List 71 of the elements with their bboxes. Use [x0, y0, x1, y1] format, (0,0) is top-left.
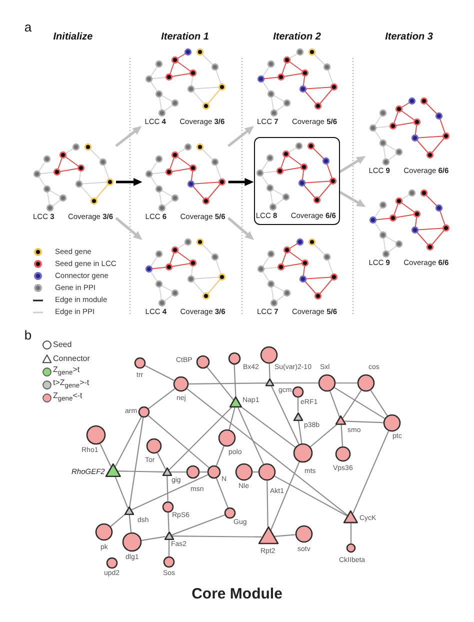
interaction-line	[168, 407, 232, 470]
interaction-line	[141, 536, 166, 541]
interaction-line	[156, 452, 166, 470]
interaction-line	[172, 514, 225, 536]
interaction-line	[334, 387, 385, 419]
interaction-line	[330, 390, 340, 418]
interaction-line	[241, 406, 296, 448]
interaction-line	[114, 416, 142, 467]
interaction-line	[110, 514, 126, 527]
interaction-line	[252, 471, 258, 473]
interaction-line	[129, 418, 144, 507]
column-heading: Iteration 1	[161, 31, 209, 43]
interaction-line	[168, 512, 170, 532]
column-heading: Initialize	[53, 31, 93, 43]
interaction-line	[310, 424, 337, 448]
legend-label: Z$_{gene}$>t	[53, 364, 80, 379]
arrow	[339, 156, 366, 174]
column-heading: Iteration 2	[273, 31, 321, 43]
interaction-line	[228, 407, 236, 430]
interaction-line	[216, 478, 228, 508]
panel-letter: a	[24, 20, 32, 36]
panel-letter: b	[24, 328, 32, 344]
interaction-line	[216, 446, 224, 466]
interaction-line	[172, 535, 262, 538]
interaction-line	[274, 534, 296, 538]
interaction-line	[234, 364, 236, 397]
interaction-line	[274, 476, 348, 516]
legend-label: Seed	[53, 339, 72, 351]
interaction-line	[186, 388, 348, 516]
interaction-line	[336, 382, 358, 384]
interaction-line	[114, 476, 128, 508]
interaction-line	[298, 420, 302, 444]
arrow	[339, 190, 366, 207]
module-title: Core Module	[192, 585, 282, 603]
interaction-line	[200, 471, 208, 473]
interaction-line	[342, 390, 362, 418]
interaction-line	[297, 398, 299, 412]
interaction-line	[144, 365, 174, 381]
interaction-line	[118, 470, 164, 472]
interaction-line	[206, 366, 234, 400]
interaction-line	[238, 407, 264, 464]
interaction-line	[148, 415, 210, 468]
interaction-line	[166, 476, 168, 502]
interaction-line	[266, 480, 268, 527]
arrow	[116, 178, 142, 186]
interaction-line	[271, 386, 300, 444]
interaction-line	[188, 382, 267, 384]
interaction-line	[128, 514, 132, 532]
interaction-line	[168, 540, 170, 556]
legend-label: Z$_{gene}$<-t	[53, 390, 82, 405]
interaction-line	[100, 444, 112, 466]
arrow	[115, 126, 142, 148]
interaction-line	[340, 424, 344, 446]
legend-label: t>Z$_{gene}$>-t	[53, 377, 90, 392]
interaction-line	[273, 382, 318, 384]
arrow	[228, 178, 254, 186]
legend-label: Connector	[53, 352, 90, 365]
interaction-line	[350, 523, 352, 544]
column-heading: Iteration 3	[385, 31, 433, 43]
arrow	[115, 217, 142, 240]
interaction-line	[148, 388, 176, 409]
arrow	[227, 217, 254, 240]
interaction-line	[344, 420, 384, 424]
interaction-line	[268, 364, 270, 379]
interaction-line	[270, 462, 300, 531]
arrow	[228, 126, 254, 148]
interaction-line	[170, 471, 186, 473]
highlighted-panel	[254, 136, 340, 225]
interaction-line	[131, 474, 208, 510]
interaction-line	[352, 430, 390, 514]
interaction-line	[370, 390, 388, 416]
